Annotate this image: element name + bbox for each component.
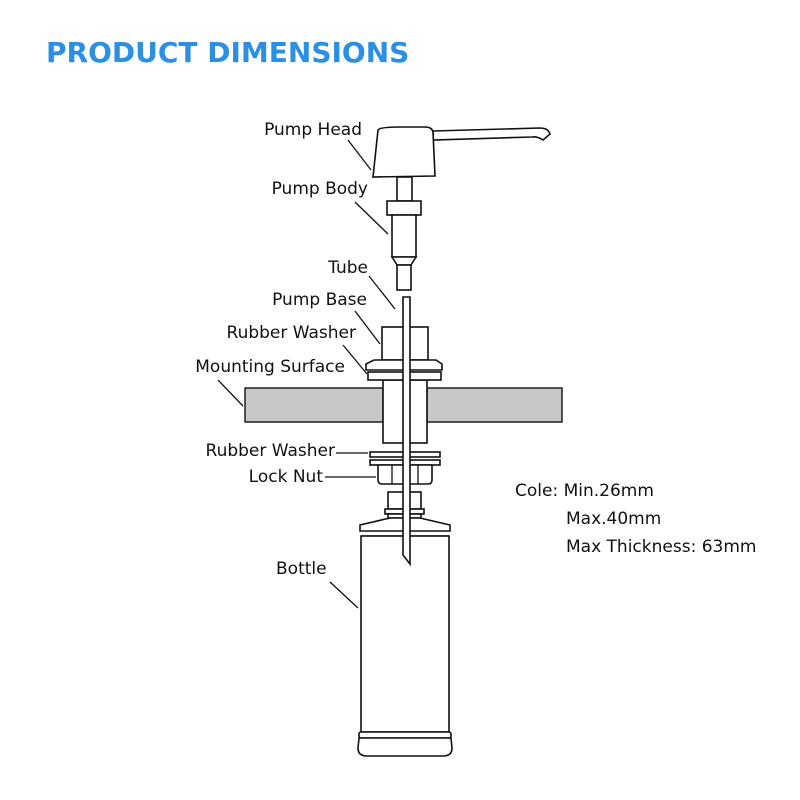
label-pump-body: Pump Body [272,179,368,199]
spec-max: Max.40mm [566,509,661,529]
tube [402,296,411,567]
label-rubber-washer-bottom: Rubber Washer [206,441,335,461]
label-tube: Tube [327,258,368,278]
label-rubber-washer-top: Rubber Washer [227,323,356,343]
spec-max-thickness: Max Thickness: 63mm [566,537,756,557]
label-bottle: Bottle [276,559,327,579]
mounting-surface [244,387,563,423]
pump-head [372,126,551,178]
label-mounting-surface: Mounting Surface [195,357,345,377]
label-pump-base: Pump Base [272,290,367,310]
leader-lines [217,139,396,609]
label-pump-head: Pump Head [264,120,362,140]
spec-min: Cole: Min.26mm [515,481,654,501]
pump-body [386,176,422,291]
page-title: PRODUCT DIMENSIONS [46,36,410,69]
label-lock-nut: Lock Nut [249,467,324,487]
bottle [357,491,453,757]
